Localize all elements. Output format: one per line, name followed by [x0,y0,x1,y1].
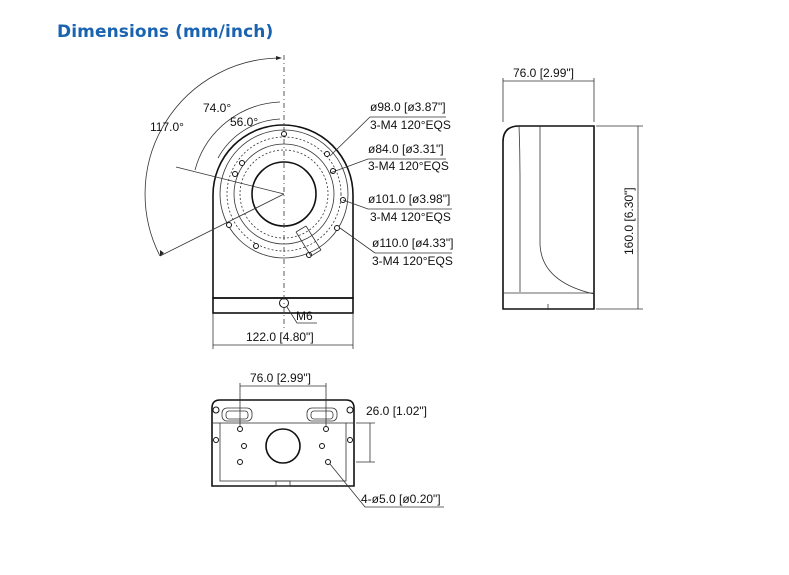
mount-hole [237,459,243,465]
mount-hole [237,426,243,432]
offset-label: 26.0 [1.02"] [366,404,427,418]
cable-slot [295,225,322,257]
arc-arrow [160,250,164,256]
width-label: 122.0 [4.80"] [246,330,314,344]
side-curve [539,126,595,295]
slot-right-inner [310,410,334,420]
leader-m6 [286,306,317,324]
mount-hole [253,243,259,249]
callout-dim-84: ø84.0 [ø3.31"] [368,142,444,156]
front-base-plate [212,297,354,314]
m6-label: M6 [296,309,313,323]
callout-spec-101: 3-M4 120°EQS [370,210,451,224]
callout-dim-98: ø98.0 [ø3.87"] [370,100,446,114]
angle-label-56: 56.0° [230,115,258,129]
arc-117 [144,57,281,257]
bottom-view: 76.0 [2.99"] 26.0 [1.02"] 4-ø5.0 [ø0.20"… [211,371,444,508]
angle-label-117: 117.0° [150,120,184,134]
side-hole [213,437,219,443]
side-view: 76.0 [2.99"] 160.0 [6.30"] [502,66,643,312]
front-view: 117.0° 74.0° 56.0° ø98.0 [ø3.87"] 3-M4 1… [144,55,453,349]
arc-56 [217,118,281,159]
leader-84 [329,158,446,174]
mount-hole [334,225,340,231]
hole-label: 4-ø5.0 [ø0.20"] [361,492,441,506]
corner-hole [212,406,220,414]
angle-ray-lower [159,193,285,257]
callout-spec-84: 3-M4 120°EQS [368,159,449,173]
leader-hole [329,463,444,508]
bottom-body-outline [211,399,355,487]
leader-98 [329,116,446,157]
slot-right-outer [306,407,338,422]
mount-hole [226,222,232,228]
bottom-tab [275,480,291,487]
slot-left-inner [225,410,249,420]
spacing-label: 76.0 [2.99"] [250,371,311,385]
mount-hole [319,443,325,449]
mount-hole [325,459,331,465]
mount-hole [239,160,245,166]
slot-left-outer [221,407,253,422]
mount-hole [323,426,329,432]
leader-101 [342,199,452,210]
arc-74 [194,101,281,171]
mount-hole [232,171,238,177]
mount-hole [324,151,330,157]
arc-arrow [276,56,282,60]
callout-dim-110: ø110.0 [ø4.33"] [372,236,453,250]
callout-spec-110: 3-M4 120°EQS [372,254,453,268]
leader-110 [339,227,452,254]
page-title: Dimensions (mm/inch) [57,22,274,42]
side-inner-edge [518,125,521,292]
callout-spec-98: 3-M4 120°EQS [370,118,451,132]
side-body-outline [502,125,595,310]
depth-label: 76.0 [2.99"] [513,66,574,80]
angle-ray-upper [175,166,285,195]
bottom-center-opening [265,428,301,464]
corner-hole [346,406,354,414]
side-hole [347,437,353,443]
mount-hole [241,443,247,449]
front-body-outline [212,124,354,299]
height-label: 160.0 [6.30"] [622,187,636,255]
angle-label-74: 74.0° [203,101,231,115]
callout-dim-101: ø101.0 [ø3.98"] [368,192,450,206]
